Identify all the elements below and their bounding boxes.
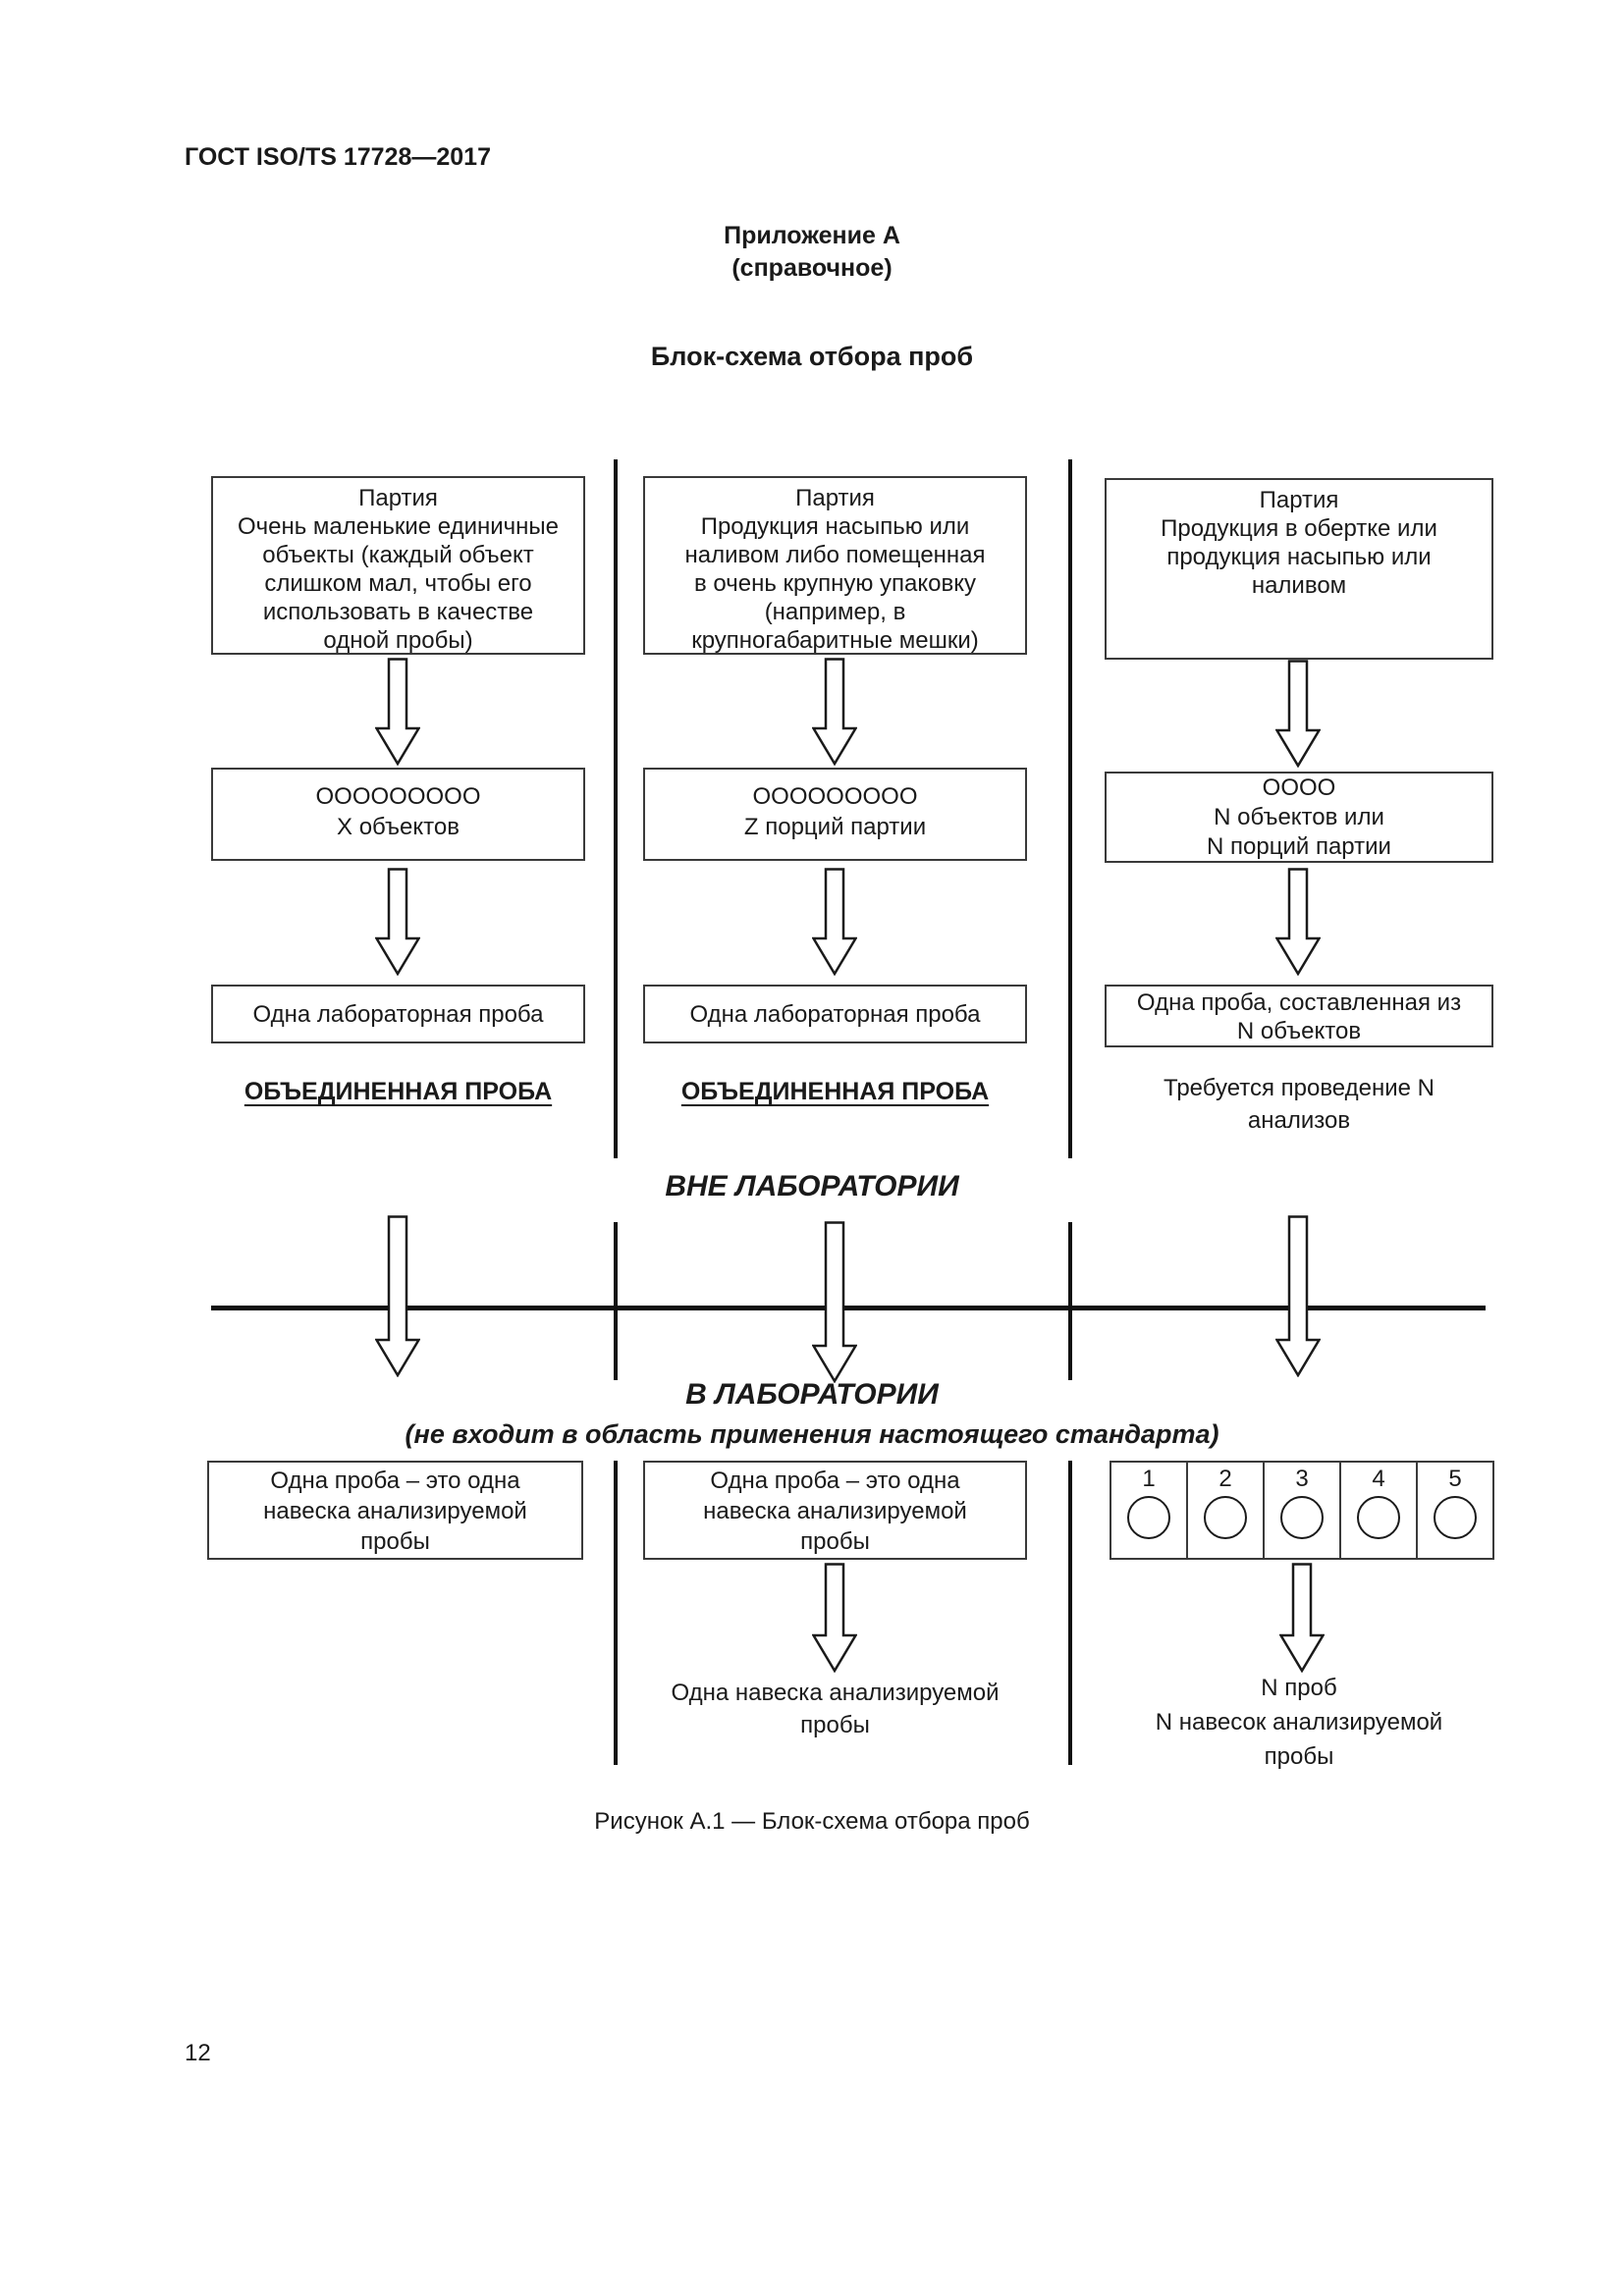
sample-circle-icon bbox=[1357, 1496, 1400, 1539]
inside-lab-label: В ЛАБОРАТОРИИ bbox=[685, 1378, 939, 1411]
down-arrow-icon bbox=[812, 1563, 857, 1673]
sample-circle-icon bbox=[1434, 1496, 1477, 1539]
analyses-required-label: Требуется проведение N анализов bbox=[1164, 1075, 1435, 1134]
in-lab-result-text: N проб N навесок анализируемой пробы bbox=[1155, 1675, 1443, 1770]
down-arrow-icon bbox=[812, 658, 857, 766]
lab-boundary-line bbox=[211, 1306, 1486, 1310]
lab-sample-box: Одна лабораторная проба bbox=[643, 985, 1027, 1043]
appendix-type: (справочное) bbox=[731, 254, 893, 282]
page-number: 12 bbox=[185, 2040, 211, 2066]
cell-number: 2 bbox=[1218, 1466, 1232, 1492]
cell-number: 5 bbox=[1448, 1466, 1462, 1492]
units-box: ООООООООО Z порций партии bbox=[643, 768, 1027, 861]
in-lab-result-text: Одна навеска анализируемой пробы bbox=[671, 1680, 1000, 1738]
down-arrow-icon bbox=[812, 1221, 857, 1383]
lab-sample-box: Одна проба, составленная из N объектов bbox=[1105, 985, 1493, 1047]
sample-circle-icon bbox=[1204, 1496, 1247, 1539]
column-divider bbox=[1068, 1222, 1072, 1380]
composite-sample-label: ОБЪЕДИНЕННАЯ ПРОБА bbox=[244, 1078, 553, 1105]
sample-circle-icon bbox=[1280, 1496, 1324, 1539]
in-lab-box: Одна проба – это одна навеска анализируе… bbox=[207, 1461, 583, 1560]
column-divider bbox=[614, 459, 618, 1158]
column-divider bbox=[614, 1461, 618, 1765]
appendix-title: Приложение А bbox=[724, 222, 900, 249]
numbered-cell: 3 bbox=[1265, 1463, 1341, 1558]
down-arrow-icon bbox=[375, 868, 420, 976]
outside-lab-label: ВНЕ ЛАБОРАТОРИИ bbox=[665, 1170, 959, 1202]
lot-box: Партия Продукция в обертке или продукция… bbox=[1105, 478, 1493, 660]
lab-sample-box: Одна лабораторная проба bbox=[211, 985, 585, 1043]
column-divider bbox=[1068, 459, 1072, 1158]
cell-number: 4 bbox=[1372, 1466, 1385, 1492]
units-box: ОООО N объектов или N порций партии bbox=[1105, 772, 1493, 863]
composite-sample-label: ОБЪЕДИНЕННАЯ ПРОБА bbox=[680, 1078, 990, 1105]
numbered-cell: 2 bbox=[1188, 1463, 1265, 1558]
down-arrow-icon bbox=[1275, 868, 1321, 976]
column-divider bbox=[1068, 1461, 1072, 1765]
column-divider bbox=[614, 1222, 618, 1380]
in-lab-box: Одна проба – это одна навеска анализируе… bbox=[643, 1461, 1027, 1560]
inside-lab-note: (не входит в область применения настояще… bbox=[405, 1419, 1219, 1449]
down-arrow-icon bbox=[1275, 1215, 1321, 1377]
cell-number: 1 bbox=[1142, 1466, 1156, 1492]
down-arrow-icon bbox=[1279, 1563, 1325, 1673]
numbered-cell: 4 bbox=[1341, 1463, 1418, 1558]
numbered-cell: 1 bbox=[1111, 1463, 1188, 1558]
units-box: ООООООООО Х объектов bbox=[211, 768, 585, 861]
sample-circle-icon bbox=[1127, 1496, 1170, 1539]
sample-cells-box: 1 2 3 4 5 bbox=[1110, 1461, 1494, 1560]
down-arrow-icon bbox=[375, 658, 420, 766]
numbered-cell: 5 bbox=[1418, 1463, 1492, 1558]
lot-box: Партия Продукция насыпью или наливом либ… bbox=[643, 476, 1027, 655]
doc-header: ГОСТ ISO/TS 17728—2017 bbox=[185, 143, 491, 171]
diagram-title: Блок-схема отбора проб bbox=[650, 342, 974, 371]
figure-caption: Рисунок А.1 — Блок-схема отбора проб bbox=[594, 1808, 1030, 1835]
down-arrow-icon bbox=[812, 868, 857, 976]
down-arrow-icon bbox=[375, 1215, 420, 1377]
lot-box: Партия Очень маленькие единичные объекты… bbox=[211, 476, 585, 655]
cell-number: 3 bbox=[1295, 1466, 1309, 1492]
down-arrow-icon bbox=[1275, 660, 1321, 768]
